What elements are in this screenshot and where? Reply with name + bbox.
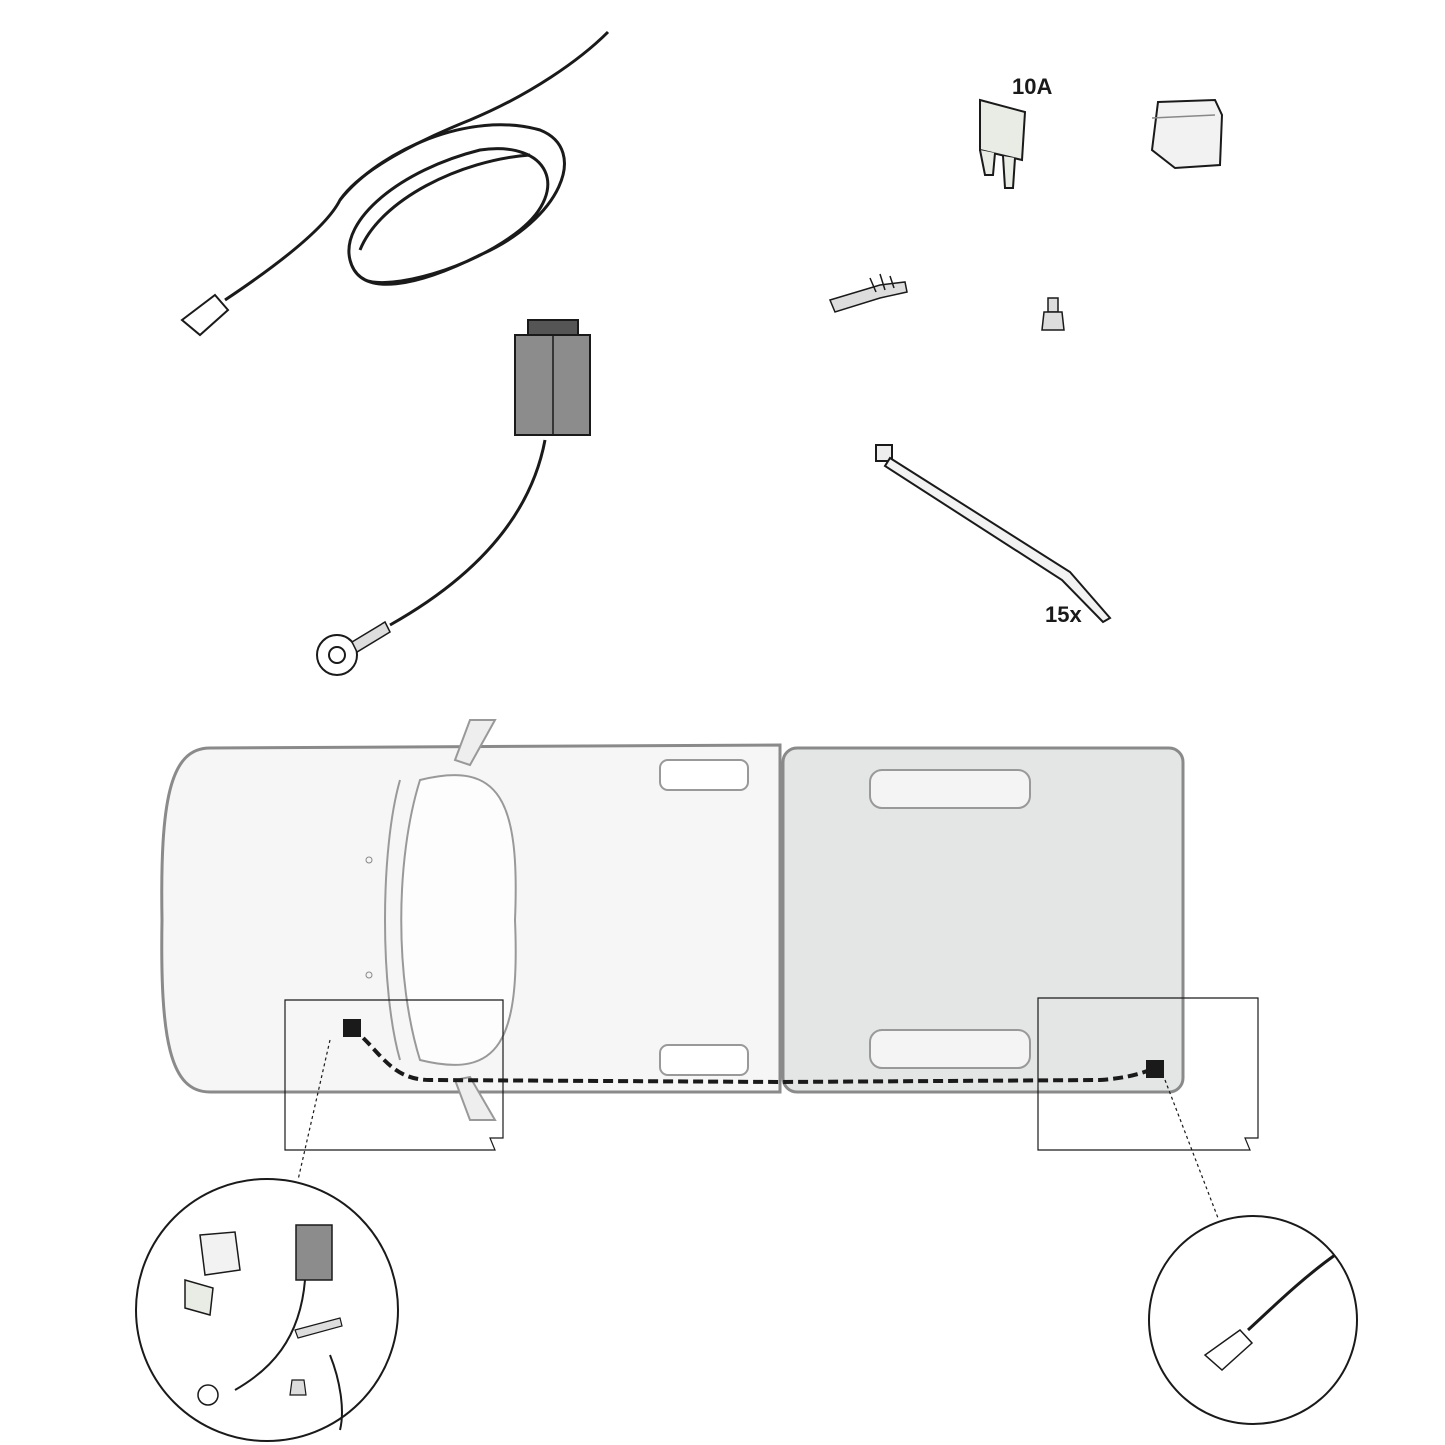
fuse-10a: 10A <box>979 74 1052 189</box>
front-connection-point <box>343 1019 361 1037</box>
cable-tie: 15x <box>875 444 1112 627</box>
front-detail-callout <box>135 1178 399 1442</box>
seal-plug <box>1041 297 1065 331</box>
connector-with-ring-terminal <box>316 319 591 676</box>
spade-terminal <box>180 293 230 337</box>
rear-connection-point <box>1146 1060 1164 1078</box>
pickup-truck-top-view <box>160 719 1185 1121</box>
detail-frames <box>284 997 1259 1219</box>
fuse-cover <box>1150 98 1224 170</box>
coiled-wire-with-spade-terminal <box>180 30 610 337</box>
fuse-rating-label: 10A <box>1012 74 1052 99</box>
wiring-route <box>343 1019 1164 1085</box>
rear-detail-callout <box>1148 1215 1358 1425</box>
cable-tie-quantity-label: 15x <box>1045 602 1082 627</box>
truck-bed <box>781 746 1185 1094</box>
crimp-terminal <box>828 273 908 313</box>
